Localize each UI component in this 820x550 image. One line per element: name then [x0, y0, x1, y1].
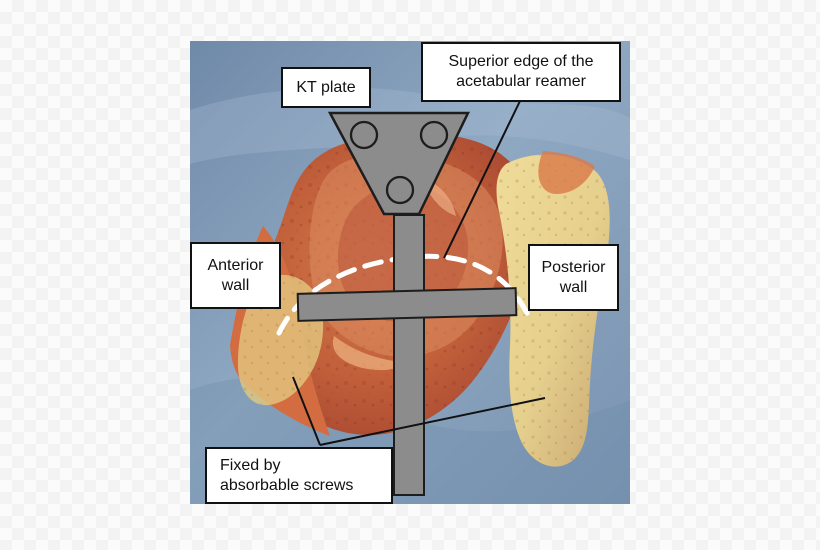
posterior-fixation-leader-line [319, 397, 546, 446]
kt-plate-stem [393, 214, 425, 496]
anterior-wall-label: Anterior wall [190, 242, 281, 309]
kt-plate-screw-hole-bottom [385, 175, 415, 205]
kt-plate-screw-hole-left [349, 120, 379, 150]
anterior-fixation-leader-line [292, 376, 321, 446]
fixed-by-screws-label: Fixed by absorbable screws [205, 447, 393, 504]
kt-plate-screw-hole-right [419, 120, 449, 150]
superior-edge-label: Superior edge of the acetabular reamer [421, 42, 621, 102]
kt-plate-crossbar [296, 287, 518, 322]
superior-edge-leader-line [443, 100, 521, 259]
kt-plate-label: KT plate [281, 67, 371, 108]
posterior-wall-label: Posterior wall [528, 244, 619, 311]
